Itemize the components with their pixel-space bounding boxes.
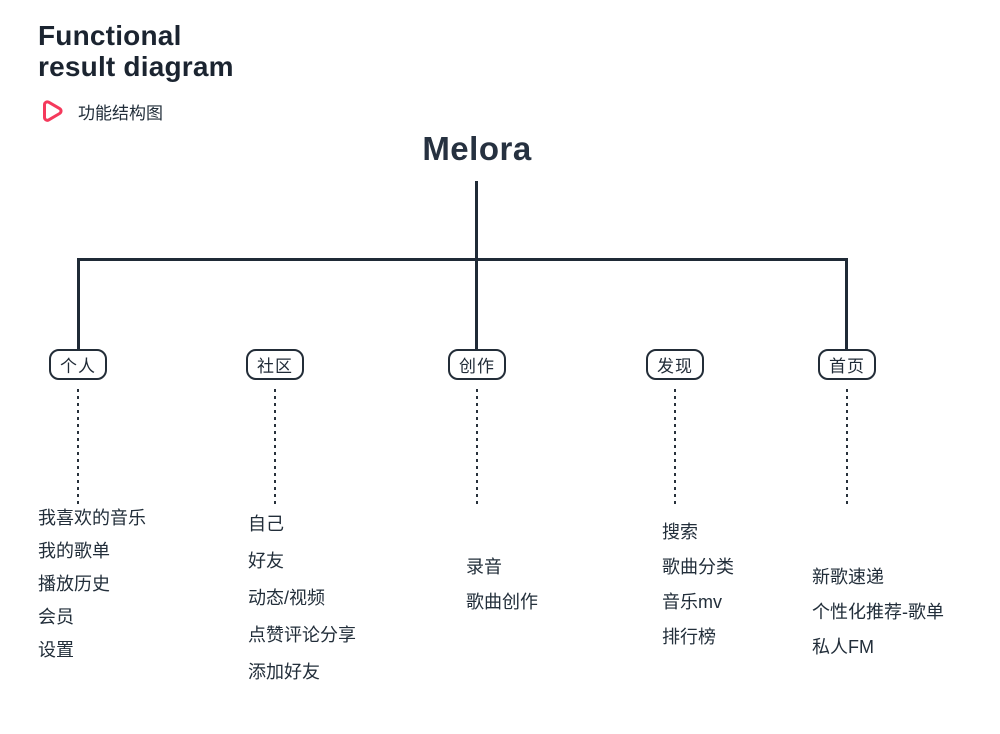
page-title: Functional result diagram (38, 20, 234, 82)
connector-left-vertical-line (77, 258, 80, 349)
list-item: 我喜欢的音乐 (38, 508, 146, 528)
leaf-list-community: 自己 好友 动态/视频 点赞评论分享 添加好友 (248, 512, 356, 697)
list-item: 好友 (248, 551, 284, 571)
list-item: 歌曲创作 (466, 592, 538, 612)
play-icon (43, 100, 63, 122)
list-item: 动态/视频 (248, 588, 326, 608)
node-home: 首页 (818, 349, 876, 380)
node-creation: 创作 (448, 349, 506, 380)
page-title-line-2: result diagram (38, 51, 234, 82)
list-item: 个性化推荐-歌单 (812, 602, 944, 622)
node-community: 社区 (246, 349, 304, 380)
list-item: 点赞评论分享 (248, 625, 356, 645)
list-item: 搜索 (662, 522, 698, 542)
page-title-line-1: Functional (38, 20, 182, 51)
list-item: 音乐mv (662, 592, 722, 612)
list-item: 录音 (466, 557, 502, 577)
list-item: 私人FM (812, 637, 874, 657)
dotted-line-community (274, 389, 276, 506)
list-item: 添加好友 (248, 662, 320, 682)
list-item: 新歌速递 (812, 567, 884, 587)
dotted-line-discover (674, 389, 676, 506)
list-item: 排行榜 (662, 627, 716, 647)
subtitle-label: 功能结构图 (78, 103, 163, 123)
leaf-list-creation: 录音 歌曲创作 (466, 555, 538, 625)
connector-root-vertical-line (475, 181, 478, 349)
node-personal: 个人 (49, 349, 107, 380)
subtitle-row: 功能结构图 (40, 98, 163, 124)
dotted-line-personal (77, 389, 79, 506)
list-item: 播放历史 (38, 574, 110, 594)
node-discover: 发现 (646, 349, 704, 380)
connector-horizontal-line (77, 258, 848, 261)
leaf-list-discover: 搜索 歌曲分类 音乐mv 排行榜 (662, 520, 734, 660)
leaf-list-personal: 我喜欢的音乐 我的歌单 播放历史 会员 设置 (38, 506, 146, 671)
list-item: 设置 (38, 640, 74, 660)
dotted-line-creation (476, 389, 478, 506)
list-item: 会员 (38, 607, 74, 627)
dotted-line-home (846, 389, 848, 506)
leaf-list-home: 新歌速递 个性化推荐-歌单 私人FM (812, 565, 944, 670)
list-item: 自己 (248, 514, 284, 534)
connector-right-vertical-line (845, 258, 848, 349)
list-item: 歌曲分类 (662, 557, 734, 577)
list-item: 我的歌单 (38, 541, 110, 561)
root-node-label: Melora (422, 130, 532, 167)
